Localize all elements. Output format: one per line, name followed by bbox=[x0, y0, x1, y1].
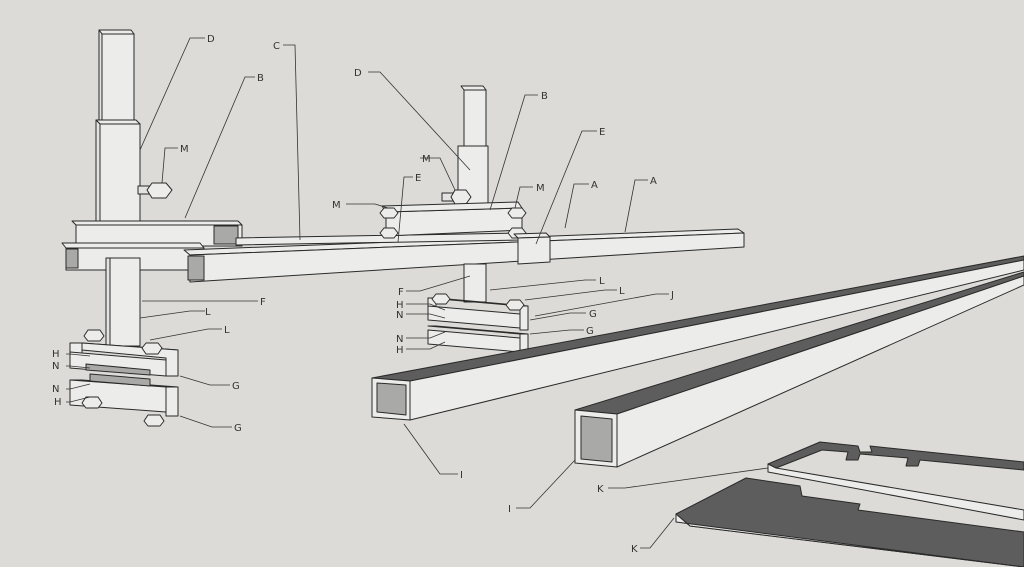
label-l: L bbox=[599, 276, 605, 287]
label-g: G bbox=[234, 423, 242, 434]
label-n: N bbox=[396, 334, 403, 345]
label-l: L bbox=[224, 325, 230, 336]
leader-lines bbox=[66, 37, 769, 549]
middle-bolt bbox=[441, 189, 472, 205]
callout-labels: D C B M F L L H N N H G G D B M M M E E … bbox=[52, 34, 674, 555]
label-g: G bbox=[586, 326, 594, 337]
label-h: H bbox=[396, 300, 404, 311]
label-b: B bbox=[541, 91, 548, 102]
label-m: M bbox=[180, 144, 189, 155]
label-b: B bbox=[257, 73, 264, 84]
label-m: M bbox=[536, 183, 545, 194]
middle-nut-e bbox=[431, 293, 451, 305]
label-c: C bbox=[273, 41, 280, 52]
left-lower-post bbox=[105, 257, 141, 347]
middle-nut-c bbox=[379, 227, 399, 239]
label-f: F bbox=[260, 297, 266, 308]
label-a: A bbox=[591, 180, 598, 191]
label-e: E bbox=[415, 173, 421, 184]
middle-nut-a bbox=[379, 207, 399, 219]
middle-lower-post bbox=[463, 263, 487, 303]
plate-lower bbox=[675, 477, 1024, 567]
tube-upper bbox=[371, 255, 1024, 421]
label-k: K bbox=[597, 484, 604, 495]
label-d: D bbox=[354, 68, 362, 79]
middle-arm-b bbox=[381, 201, 523, 237]
middle-clamp-upper bbox=[427, 297, 529, 331]
label-f: F bbox=[398, 287, 404, 298]
label-l: L bbox=[619, 286, 625, 297]
middle-clamp-lower bbox=[427, 325, 529, 355]
middle-nut-f bbox=[505, 299, 525, 311]
left-clamp-lower bbox=[69, 373, 179, 417]
label-m: M bbox=[332, 200, 341, 211]
left-nut-3 bbox=[81, 396, 103, 409]
label-i: I bbox=[460, 470, 463, 481]
label-h: H bbox=[52, 349, 60, 360]
long-rail bbox=[183, 228, 745, 283]
label-g: G bbox=[589, 309, 597, 320]
label-i: I bbox=[508, 504, 511, 515]
left-nut-4 bbox=[143, 414, 165, 427]
label-l: L bbox=[205, 307, 211, 318]
label-d: D bbox=[207, 34, 215, 45]
plate-upper bbox=[767, 441, 1024, 521]
left-nut-1 bbox=[83, 329, 105, 342]
label-e: E bbox=[599, 127, 605, 138]
label-n: N bbox=[52, 361, 59, 372]
label-m: M bbox=[422, 154, 431, 165]
middle-nut-b bbox=[507, 207, 527, 219]
tube-lower bbox=[574, 271, 1024, 468]
middle-cross-e bbox=[513, 232, 551, 265]
left-bolt bbox=[137, 182, 173, 199]
left-upper-post bbox=[98, 29, 135, 125]
label-a: A bbox=[650, 176, 657, 187]
middle-upper-post bbox=[460, 85, 487, 149]
label-k: K bbox=[631, 544, 638, 555]
label-h: H bbox=[54, 397, 62, 408]
label-h: H bbox=[396, 345, 404, 356]
left-arm-b bbox=[71, 220, 243, 247]
label-n: N bbox=[396, 310, 403, 321]
left-nut-2 bbox=[141, 342, 163, 355]
label-n: N bbox=[52, 384, 59, 395]
middle-assembly bbox=[379, 85, 551, 355]
label-g: G bbox=[232, 381, 240, 392]
left-assembly bbox=[61, 29, 243, 427]
label-j: J bbox=[670, 290, 674, 301]
